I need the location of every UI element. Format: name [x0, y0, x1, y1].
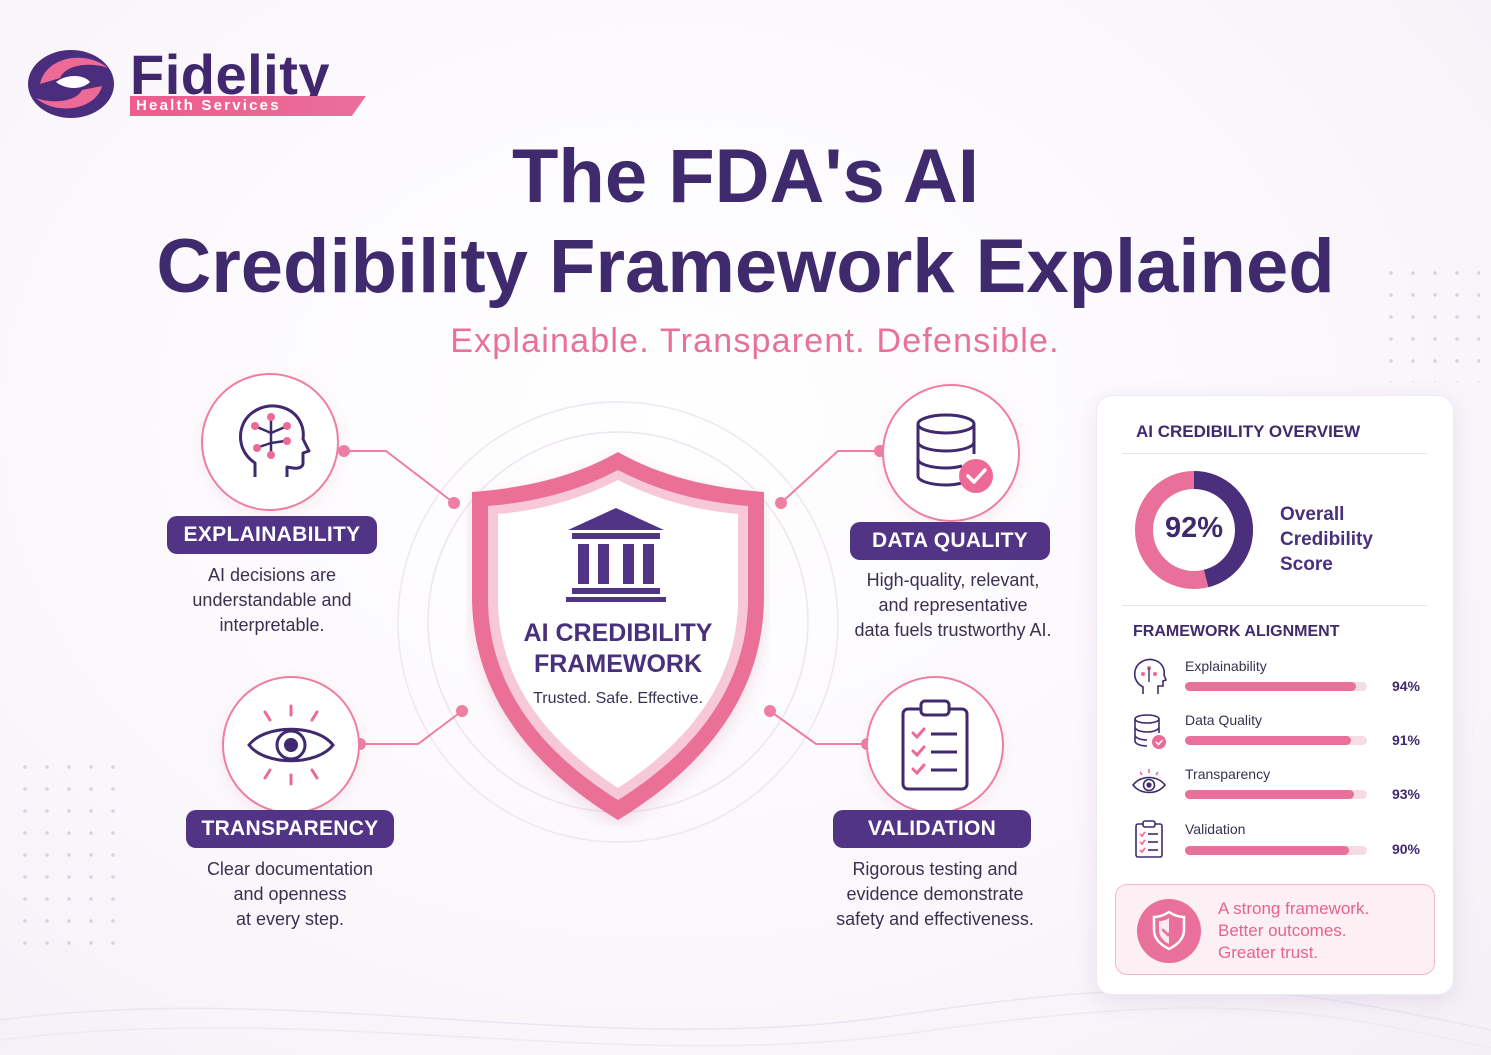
explainability-circle: [201, 373, 339, 511]
background-waves: [0, 988, 1491, 1049]
score-label: Overall Credibility Score: [1280, 502, 1410, 577]
logo-mark-icon: [28, 50, 114, 118]
description-line: Rigorous testing and: [852, 859, 1018, 879]
clipboard-checklist-icon: [901, 699, 969, 791]
head-network-icon: [239, 404, 311, 477]
tagline: Explainable. Transparent. Defensible.: [450, 322, 1060, 360]
description-line: evidence demonstrate: [846, 884, 1024, 904]
description-line: data fuels trustworthy AI.: [854, 620, 1052, 640]
clipboard-checklist-icon: [1135, 820, 1163, 858]
description-line: High-quality, relevant,: [866, 570, 1040, 590]
description-line: interpretable.: [219, 615, 325, 635]
metric-value: 94%: [1391, 678, 1420, 694]
metric-value: 90%: [1391, 841, 1420, 857]
score-arc: [1135, 471, 1253, 589]
transparency-label: TRANSPARENCY: [186, 810, 394, 848]
metric-bar: [1185, 682, 1367, 691]
page-title-line-2: Credibility Framework Explained: [156, 224, 1335, 309]
explainability-label: EXPLAINABILITY: [167, 516, 377, 554]
metric-bar: [1185, 736, 1367, 745]
description-line: and openness: [233, 884, 347, 904]
divider: [1122, 605, 1427, 606]
metric-bar: [1185, 790, 1367, 799]
dot-pattern: [14, 756, 124, 956]
transparency-circle: [222, 676, 360, 814]
score-label-line: Overall: [1280, 504, 1345, 525]
shield-check-icon: [1137, 899, 1201, 963]
brand-subtitle: Health Services: [130, 96, 366, 116]
overview-heading: AI CREDIBILITY OVERVIEW: [1136, 422, 1361, 441]
explainability-description: AI decisions are understandable and inte…: [152, 563, 392, 638]
fidelity-logo: Fidelity Health Services: [26, 40, 376, 130]
metric-bar: [1185, 846, 1367, 855]
metric-value: 93%: [1391, 786, 1420, 802]
data-quality-description: High-quality, relevant, and representati…: [823, 568, 1083, 643]
eye-icon: [247, 704, 335, 786]
data-quality-label: DATA QUALITY: [850, 522, 1050, 560]
description-line: and representative: [878, 595, 1028, 615]
metric-name: Data Quality: [1185, 712, 1263, 728]
metric-bar-fill: [1185, 846, 1349, 855]
shield-title-line-2: FRAMEWORK: [533, 650, 703, 678]
callout-line: Better outcomes.: [1218, 921, 1347, 940]
score-donut-chart: [1135, 471, 1253, 589]
transparency-description: Clear documentation and openness at ever…: [170, 857, 410, 932]
shield-subtitle: Trusted. Safe. Effective.: [533, 690, 703, 707]
government-building-icon: [566, 508, 666, 602]
metric-value: 91%: [1391, 732, 1420, 748]
dot-pattern: [1380, 262, 1480, 382]
callout-text: A strong framework. Better outcomes. Gre…: [1218, 898, 1428, 964]
validation-description: Rigorous testing and evidence demonstrat…: [810, 857, 1060, 932]
alignment-heading: FRAMEWORK ALIGNMENT: [1133, 623, 1340, 640]
metric-bar-fill: [1185, 682, 1357, 691]
brand-name: Fidelity: [130, 43, 331, 106]
page-title: The FDA's AI Credibility Framework Expla…: [0, 132, 1491, 312]
callout-line: A strong framework.: [1218, 899, 1370, 918]
score-label-line: Credibility: [1280, 529, 1373, 550]
validation-label: VALIDATION: [833, 810, 1031, 848]
description-line: at every step.: [235, 909, 345, 929]
metric-name: Explainability: [1185, 658, 1267, 674]
database-check-icon: [916, 413, 993, 493]
shield-title-line-1: AI CREDIBILITY: [523, 619, 713, 647]
description-line: Clear documentation: [206, 859, 374, 879]
database-check-icon: [1134, 714, 1166, 749]
metric-name: Transparency: [1185, 766, 1271, 782]
eye-icon: [1131, 769, 1167, 794]
score-value: 92%: [1164, 512, 1224, 544]
shield-title: AI CREDIBILITY FRAMEWORK: [500, 618, 736, 680]
framework-shield: [466, 446, 770, 826]
description-line: AI decisions are: [207, 565, 337, 585]
head-network-icon: [1133, 658, 1167, 694]
description-line: safety and effectiveness.: [836, 909, 1034, 929]
metric-name: Validation: [1185, 821, 1246, 837]
score-label-line: Score: [1280, 554, 1333, 575]
metric-bar-fill: [1185, 790, 1355, 799]
metric-bar-fill: [1185, 736, 1351, 745]
description-line: understandable and: [192, 590, 352, 610]
callout-line: Greater trust.: [1218, 943, 1319, 962]
validation-circle: [866, 676, 1004, 814]
divider: [1122, 453, 1427, 454]
data-quality-circle: [882, 384, 1020, 522]
page-title-line-1: The FDA's AI: [511, 134, 980, 219]
